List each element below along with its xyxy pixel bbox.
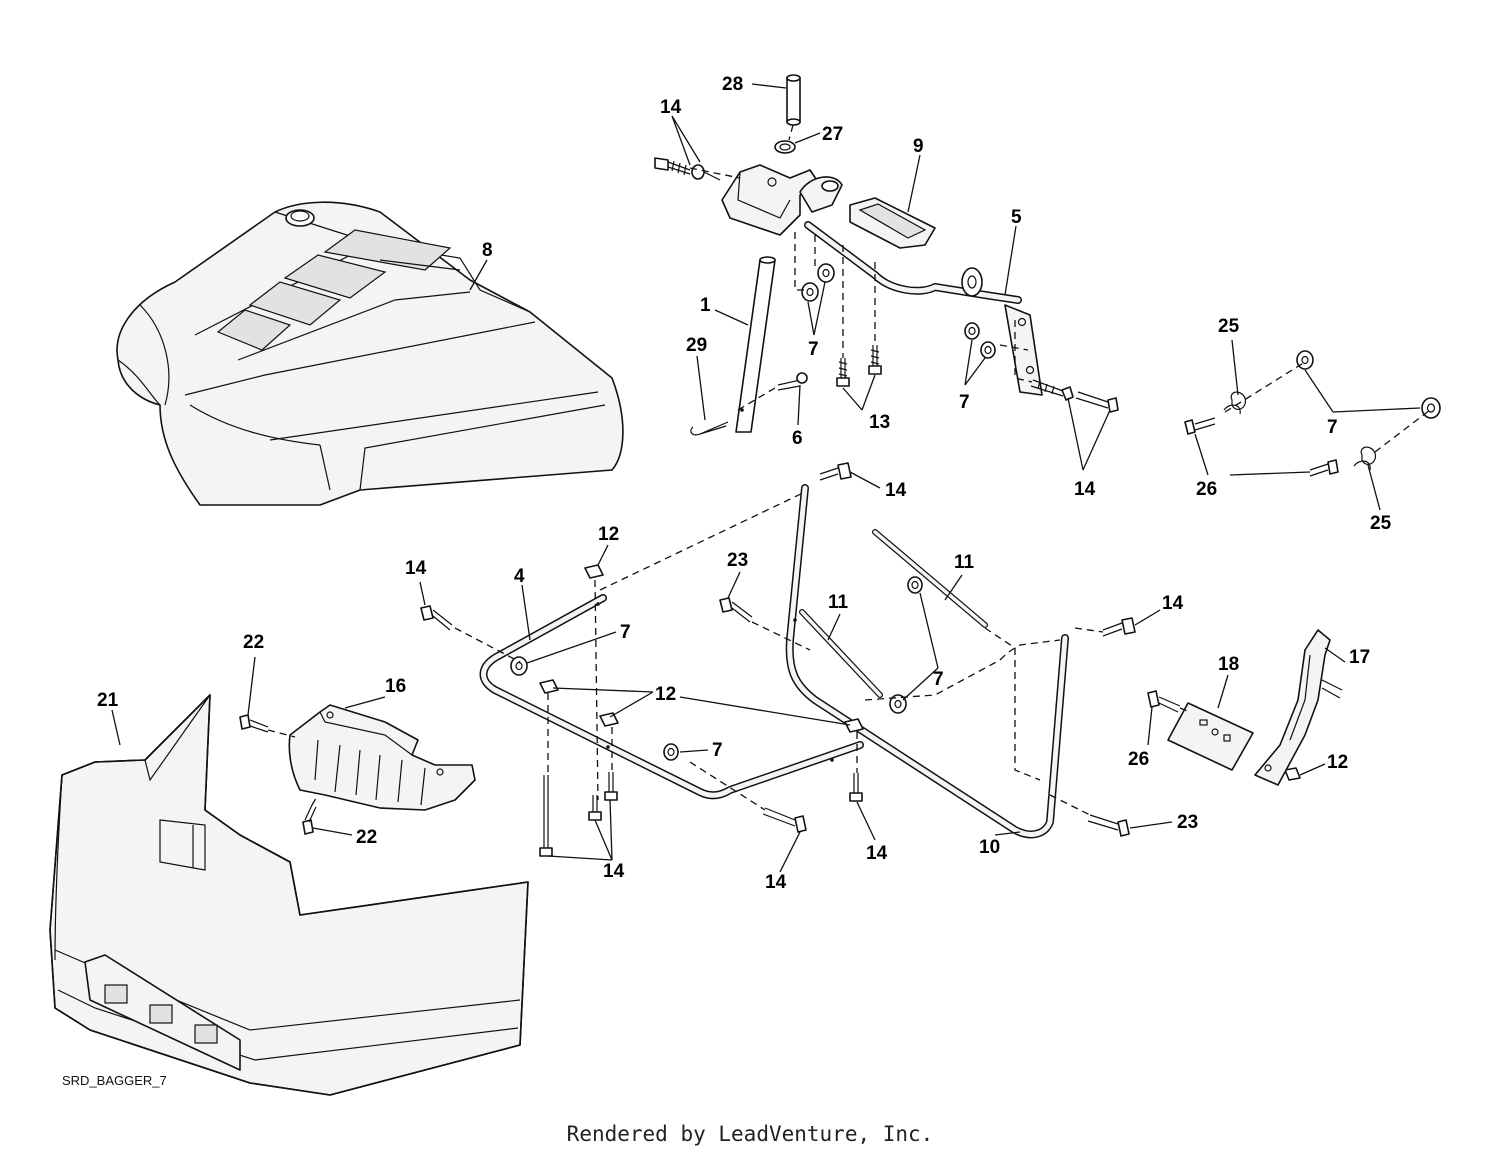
callout-14: 14 <box>1162 593 1184 614</box>
part-5-upper-handle-rod <box>804 221 1022 304</box>
footer-credit: Rendered by LeadVenture, Inc. <box>566 1122 934 1146</box>
callout-11: 11 <box>828 592 849 613</box>
part-16-deflector-plate <box>288 704 476 811</box>
callout-28: 28 <box>722 74 743 95</box>
callout-7: 7 <box>933 669 944 690</box>
callout-14: 14 <box>765 872 787 893</box>
part-28-sleeve <box>786 74 801 126</box>
part-11-brace-rods <box>799 529 988 698</box>
callout-22: 22 <box>243 632 264 653</box>
callout-27: 27 <box>822 124 843 145</box>
callout-26: 26 <box>1128 749 1149 770</box>
callout-23: 23 <box>1177 812 1198 833</box>
callout-14: 14 <box>1074 479 1096 500</box>
callout-16: 16 <box>385 676 406 697</box>
callout-12: 12 <box>598 524 619 545</box>
callout-17: 17 <box>1349 647 1370 668</box>
callout-13: 13 <box>869 412 890 433</box>
callout-22: 22 <box>356 827 377 848</box>
upper-mount-bracket <box>721 164 843 236</box>
callout-25: 25 <box>1370 513 1392 534</box>
part-9-handle-grip <box>849 197 936 249</box>
callout-7: 7 <box>712 740 723 761</box>
callout-26: 26 <box>1196 479 1217 500</box>
callout-7: 7 <box>620 622 631 643</box>
callout-6: 6 <box>792 428 803 449</box>
callout-14: 14 <box>603 861 625 882</box>
callout-29: 29 <box>686 335 707 356</box>
hardware-lower-group <box>239 462 1301 857</box>
callout-9: 9 <box>913 136 924 157</box>
callout-1: 1 <box>700 295 711 316</box>
callout-leader-lines <box>111 83 1421 873</box>
part-21-grass-bag <box>49 694 529 1096</box>
callout-7: 7 <box>959 392 970 413</box>
callout-21: 21 <box>97 690 119 711</box>
assembly-guide-lines <box>267 124 1431 816</box>
part-27-washer <box>774 140 796 154</box>
callout-11: 11 <box>954 552 975 573</box>
callout-14: 14 <box>866 843 888 864</box>
callout-14: 14 <box>405 558 427 579</box>
callout-labels: 28 27 14 9 5 8 1 29 7 6 13 7 14 25 7 26 … <box>97 74 1392 893</box>
callout-7: 7 <box>808 339 819 360</box>
callout-10: 10 <box>979 837 1000 858</box>
callout-23: 23 <box>727 550 748 571</box>
callout-4: 4 <box>514 566 525 587</box>
part-17-hanger-bracket <box>1254 629 1343 786</box>
callout-12: 12 <box>1327 752 1348 773</box>
callout-18: 18 <box>1218 654 1239 675</box>
callout-5: 5 <box>1011 207 1022 228</box>
callout-7: 7 <box>1327 417 1338 438</box>
callout-14: 14 <box>885 480 907 501</box>
callout-12: 12 <box>655 684 676 705</box>
part-1-upright-tube <box>735 256 776 433</box>
callout-14: 14 <box>660 97 682 118</box>
hardware-upper-bolts <box>654 157 1119 436</box>
part-10-right-frame <box>785 484 1069 839</box>
callout-25: 25 <box>1218 316 1240 337</box>
diagram-code: SRD_BAGGER_7 <box>62 1073 167 1088</box>
part-8-top-cover <box>116 201 624 506</box>
part-18-mount-plate <box>1147 690 1254 771</box>
hardware-right-group <box>1184 350 1441 477</box>
callout-8: 8 <box>482 240 493 261</box>
